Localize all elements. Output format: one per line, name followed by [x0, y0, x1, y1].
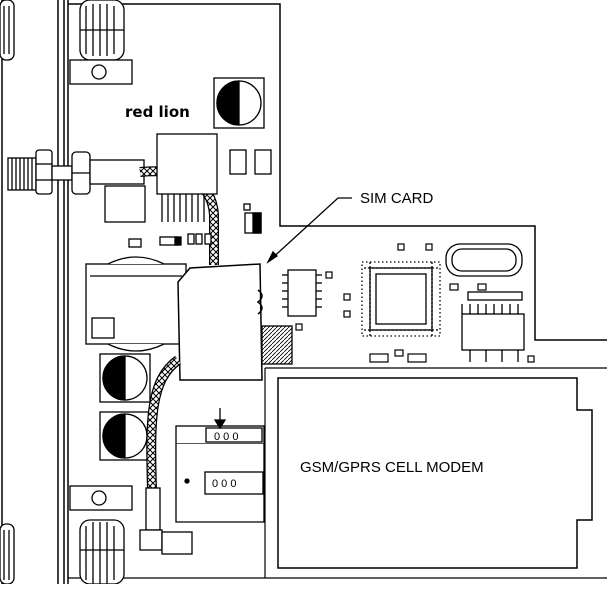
- header-connector: [156, 133, 218, 222]
- antenna-connector: [7, 149, 145, 195]
- ic-small: [282, 269, 322, 317]
- capacitor-2: [99, 411, 151, 461]
- enclosure-panel: [1, 0, 69, 584]
- brand-logo: red lion: [125, 103, 190, 121]
- modem-module: [277, 377, 593, 569]
- mounting-knob-bottom-left: [0, 523, 15, 585]
- inductor-top: [213, 77, 265, 129]
- sim-card-pointer-shape: [177, 263, 263, 381]
- sim-card-slot: [175, 425, 265, 523]
- sim-slot-pins-upper: 0 0 0: [214, 431, 238, 443]
- standoff-top: [69, 59, 133, 85]
- insert-arrow: [213, 408, 227, 430]
- standoff-bottom: [69, 485, 133, 511]
- connector-right: [461, 291, 525, 362]
- crystal-oscillator: [445, 243, 523, 277]
- sim-card-leader: [266, 197, 352, 264]
- mounting-knob-top-right: [79, 0, 125, 61]
- large-component-left: [85, 256, 187, 352]
- pcb-lower-edge: [264, 367, 607, 579]
- cable-end-connector: [139, 487, 193, 555]
- sim-card-label: SIM CARD: [360, 190, 434, 207]
- pcb-outline: [68, 3, 607, 341]
- mounting-knob-bottom-right: [79, 519, 125, 585]
- ic-hatched: [261, 325, 293, 365]
- smd-pads-right: [295, 243, 535, 363]
- small-pads: [104, 149, 272, 248]
- modem-label: GSM/GPRS CELL MODEM: [300, 459, 484, 476]
- sim-slot-pins-lower: 0 0 0: [212, 478, 236, 490]
- capacitor-1: [99, 353, 151, 403]
- mounting-knob-top-left: [0, 0, 15, 61]
- qfp-chip: [361, 261, 441, 337]
